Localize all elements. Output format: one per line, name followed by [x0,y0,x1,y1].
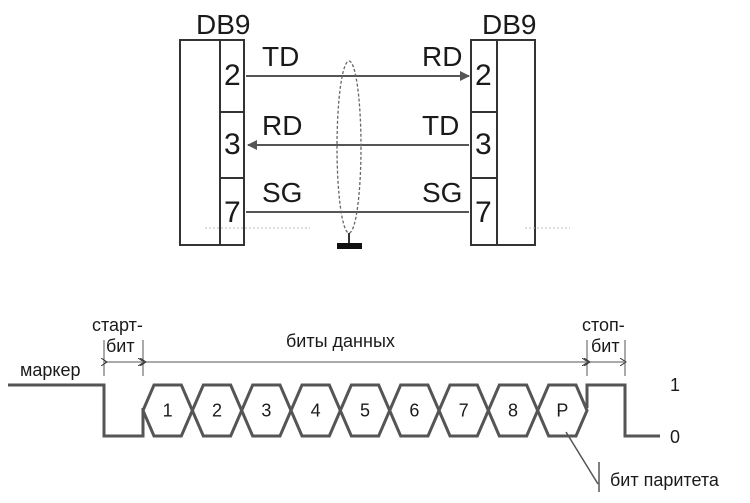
bit-label-7: 7 [459,401,469,421]
start-bit-label-line2: бит [106,336,135,356]
frame-diagram: маркер старт- бит биты данных стоп- бит … [8,315,720,492]
left-connector: DB9 2 3 7 [179,9,310,246]
right-signal-td: TD [422,110,459,141]
data-bits-label: биты данных [286,331,395,351]
bit-label-P: P [556,401,568,421]
bit-label-2: 2 [212,401,222,421]
waveform-stop [585,383,660,438]
bit-cell-P [536,383,589,438]
left-pin-3: 3 [224,128,241,161]
left-pin-2: 2 [224,59,241,92]
left-connector-title: DB9 [196,9,250,40]
left-signal-rd: RD [262,110,302,141]
right-connector-title: DB9 [482,9,536,40]
right-connector-body [470,39,536,246]
bit-label-4: 4 [311,401,321,421]
left-pin-7: 7 [224,196,241,229]
left-connector-body [179,39,245,246]
level-low-label: 0 [670,427,680,447]
bit-label-8: 8 [508,401,518,421]
bit-label-1: 1 [163,401,173,421]
marker-label: маркер [20,360,81,380]
stop-bit-label-line2: бит [591,336,620,356]
ground-symbol [337,243,362,249]
cable-shield [336,60,362,234]
start-bit-label-line1: старт- [92,315,143,335]
right-pin-7: 7 [475,196,492,229]
level-high-label: 1 [670,375,680,395]
right-pin-2: 2 [475,59,492,92]
bit-label-3: 3 [261,401,271,421]
bit-label-6: 6 [409,401,419,421]
bit-label-5: 5 [360,401,370,421]
left-signal-td: TD [262,41,299,72]
right-signal-rd: RD [422,41,462,72]
data-bits: 1 2 3 4 5 6 7 8 P [141,383,589,438]
parity-pointer [565,431,599,485]
right-pin-3: 3 [475,128,492,161]
left-signal-sg: SG [262,177,302,208]
parity-label: бит паритета [610,470,720,490]
waveform-start [8,383,145,438]
stop-bit-label-line1: стоп- [582,315,625,335]
right-connector: DB9 2 3 7 [470,9,570,246]
right-signal-sg: SG [422,177,462,208]
